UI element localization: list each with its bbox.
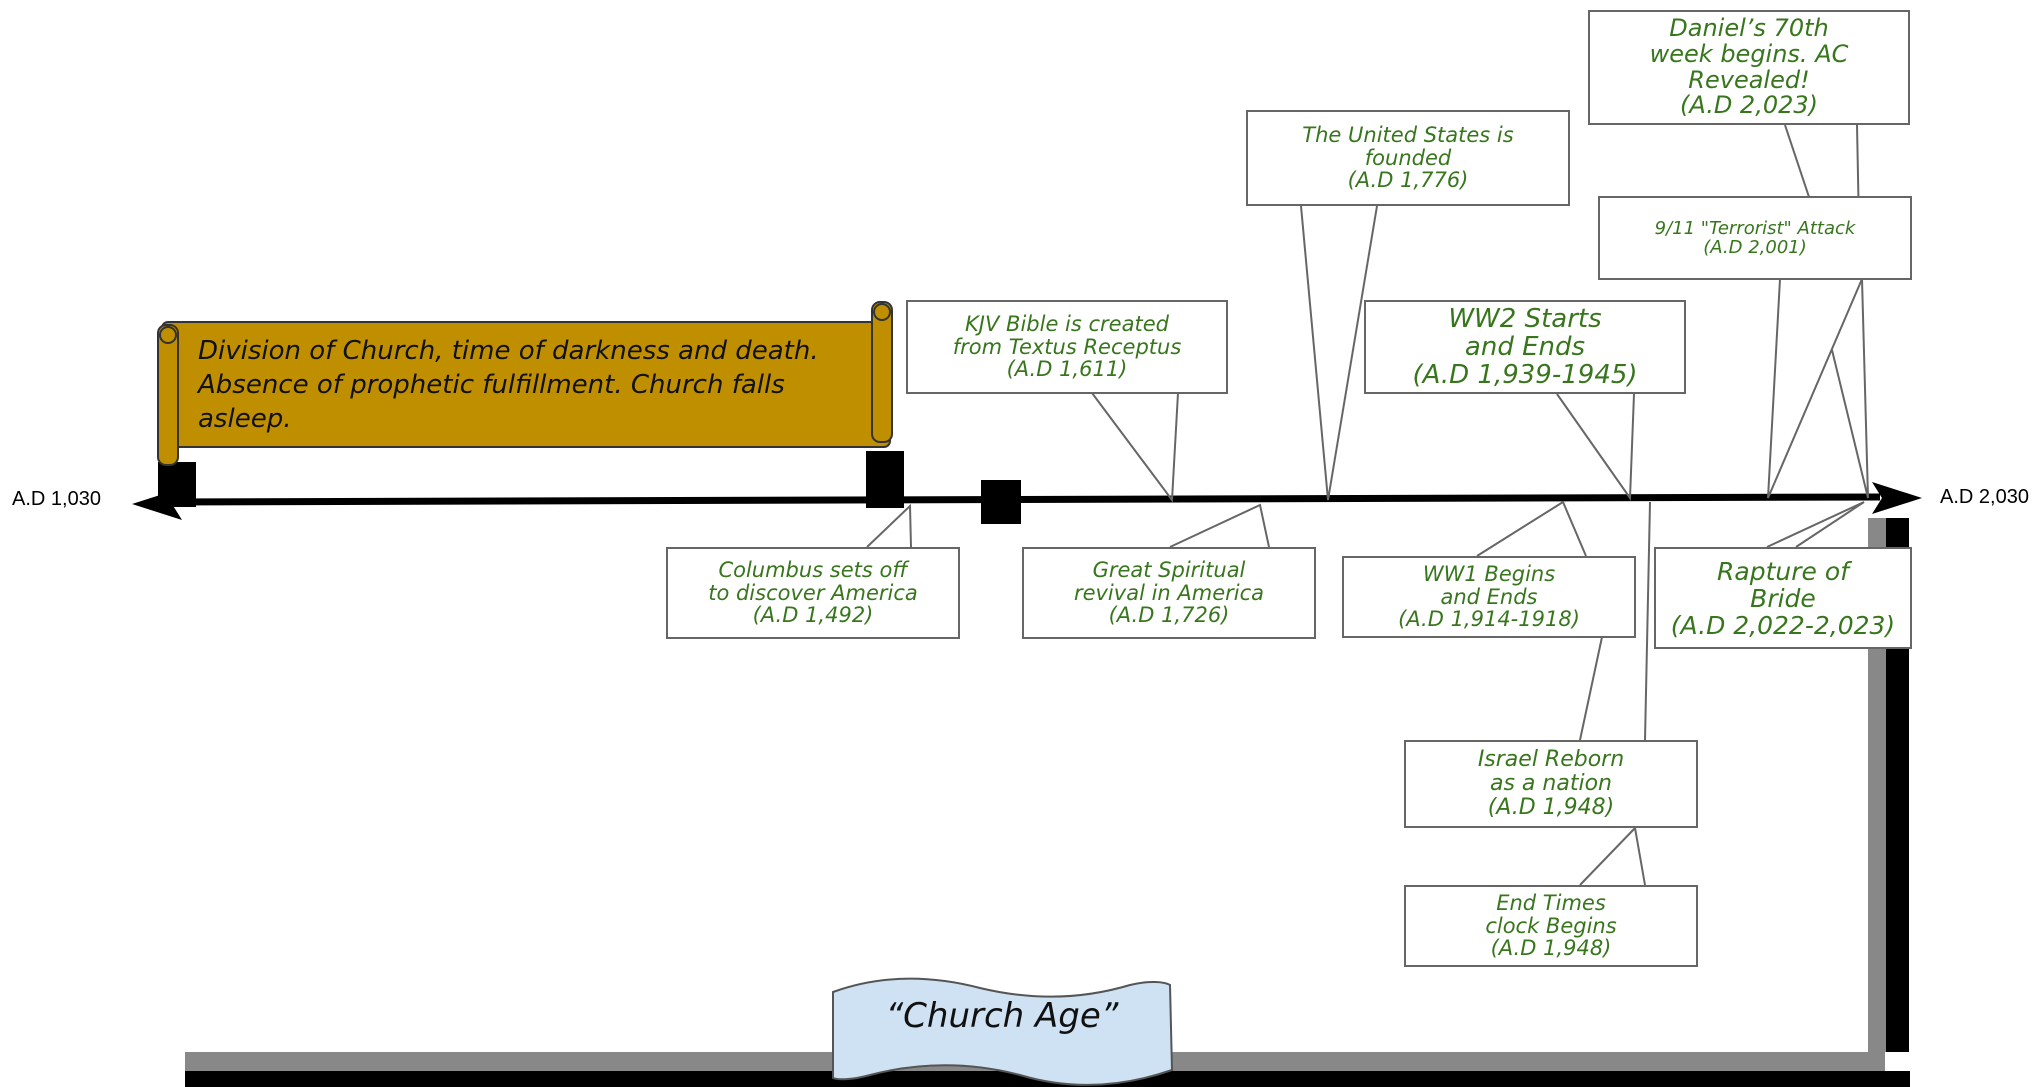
pointer-nine11 [1767, 278, 1863, 499]
callout-line: revival in America [1073, 580, 1265, 605]
pointer-endtimes [1579, 825, 1646, 886]
callout-line: 9/11 "Terrorist" Attack [1654, 217, 1856, 239]
callout-line: founded [1364, 145, 1452, 170]
timeline-start-label: A.D 1,030 [12, 488, 101, 510]
callout-line: (A.D 2,023) [1679, 91, 1819, 120]
callout-line: Great Spiritual [1092, 557, 1246, 582]
callout-nine-eleven: 9/11 "Terrorist" Attack(A.D 2,001) [1598, 196, 1912, 280]
callout-line: (A.D 1,492) [752, 603, 874, 628]
callout-line: (A.D 1,611) [1006, 357, 1128, 382]
bracket-right-bar [1886, 518, 1909, 1052]
callout-line: (A.D 1,939-1945) [1412, 360, 1638, 391]
callout-line: KJV Bible is created [965, 311, 1169, 336]
callout-line: (A.D 1,776) [1347, 168, 1469, 193]
callout-line: and Ends [1440, 584, 1538, 609]
pointer-ww2 [1556, 393, 1635, 502]
scroll-banner [157, 301, 893, 466]
callout-line: WW2 Starts [1448, 303, 1602, 334]
callout-line: (A.D 1,726) [1108, 603, 1230, 628]
scroll-text: Division of Church, time of darkness and… [198, 336, 819, 434]
pointer-us [1300, 205, 1378, 501]
callout-line: The United States is [1302, 122, 1514, 147]
marker-small [981, 480, 1021, 524]
callout-line: to discover America [708, 580, 918, 605]
callout-line: (A.D 1,948) [1487, 794, 1615, 820]
pointer-rapture [1766, 501, 1865, 548]
callout-line: clock Begins [1485, 913, 1617, 938]
pointer-revival [1169, 503, 1270, 548]
callout-line: Bride [1750, 583, 1816, 613]
callout-line: week begins. AC [1649, 39, 1849, 68]
callout-line: and Ends [1464, 331, 1586, 362]
pointer-kjv [1091, 392, 1179, 503]
callout-line: (A.D 2,001) [1703, 237, 1807, 258]
marker-start [158, 462, 196, 507]
callout-line: Israel Reborn [1477, 747, 1625, 773]
callout-line: End Times [1496, 890, 1606, 915]
timeline-axis [164, 493, 1881, 506]
callout-line: Revealed! [1688, 65, 1810, 94]
marker-columbus [866, 451, 904, 508]
callout-line: WW1 Begins [1422, 561, 1556, 586]
pointer-israel-b [1644, 501, 1651, 741]
callout-line: (A.D 1,914-1918) [1398, 607, 1580, 632]
bracket-right-shadow [1868, 518, 1888, 1052]
pointer-daniel-c [1831, 278, 1869, 499]
callout-line: Rapture of [1717, 556, 1849, 586]
callout-line: (A.D 2,022-2,023) [1670, 610, 1896, 640]
callout-line: from Textus Receptus [952, 334, 1182, 359]
pointer-columbus [866, 503, 912, 548]
pointer-ww1 [1476, 500, 1587, 557]
pointer-israel [1579, 636, 1603, 741]
timeline-right-arrowhead [1872, 482, 1922, 514]
timeline-end-label: A.D 2,030 [1940, 486, 2029, 508]
callout-line: as a nation [1490, 771, 1612, 797]
callout-line: Columbus sets off [718, 557, 908, 582]
callout-line: Daniel’s 70th [1669, 13, 1829, 42]
callout-line: (A.D 1,948) [1490, 936, 1612, 961]
church-age-label: “Church Age” [885, 996, 1119, 1036]
church-age-banner-shape [832, 977, 1174, 1087]
